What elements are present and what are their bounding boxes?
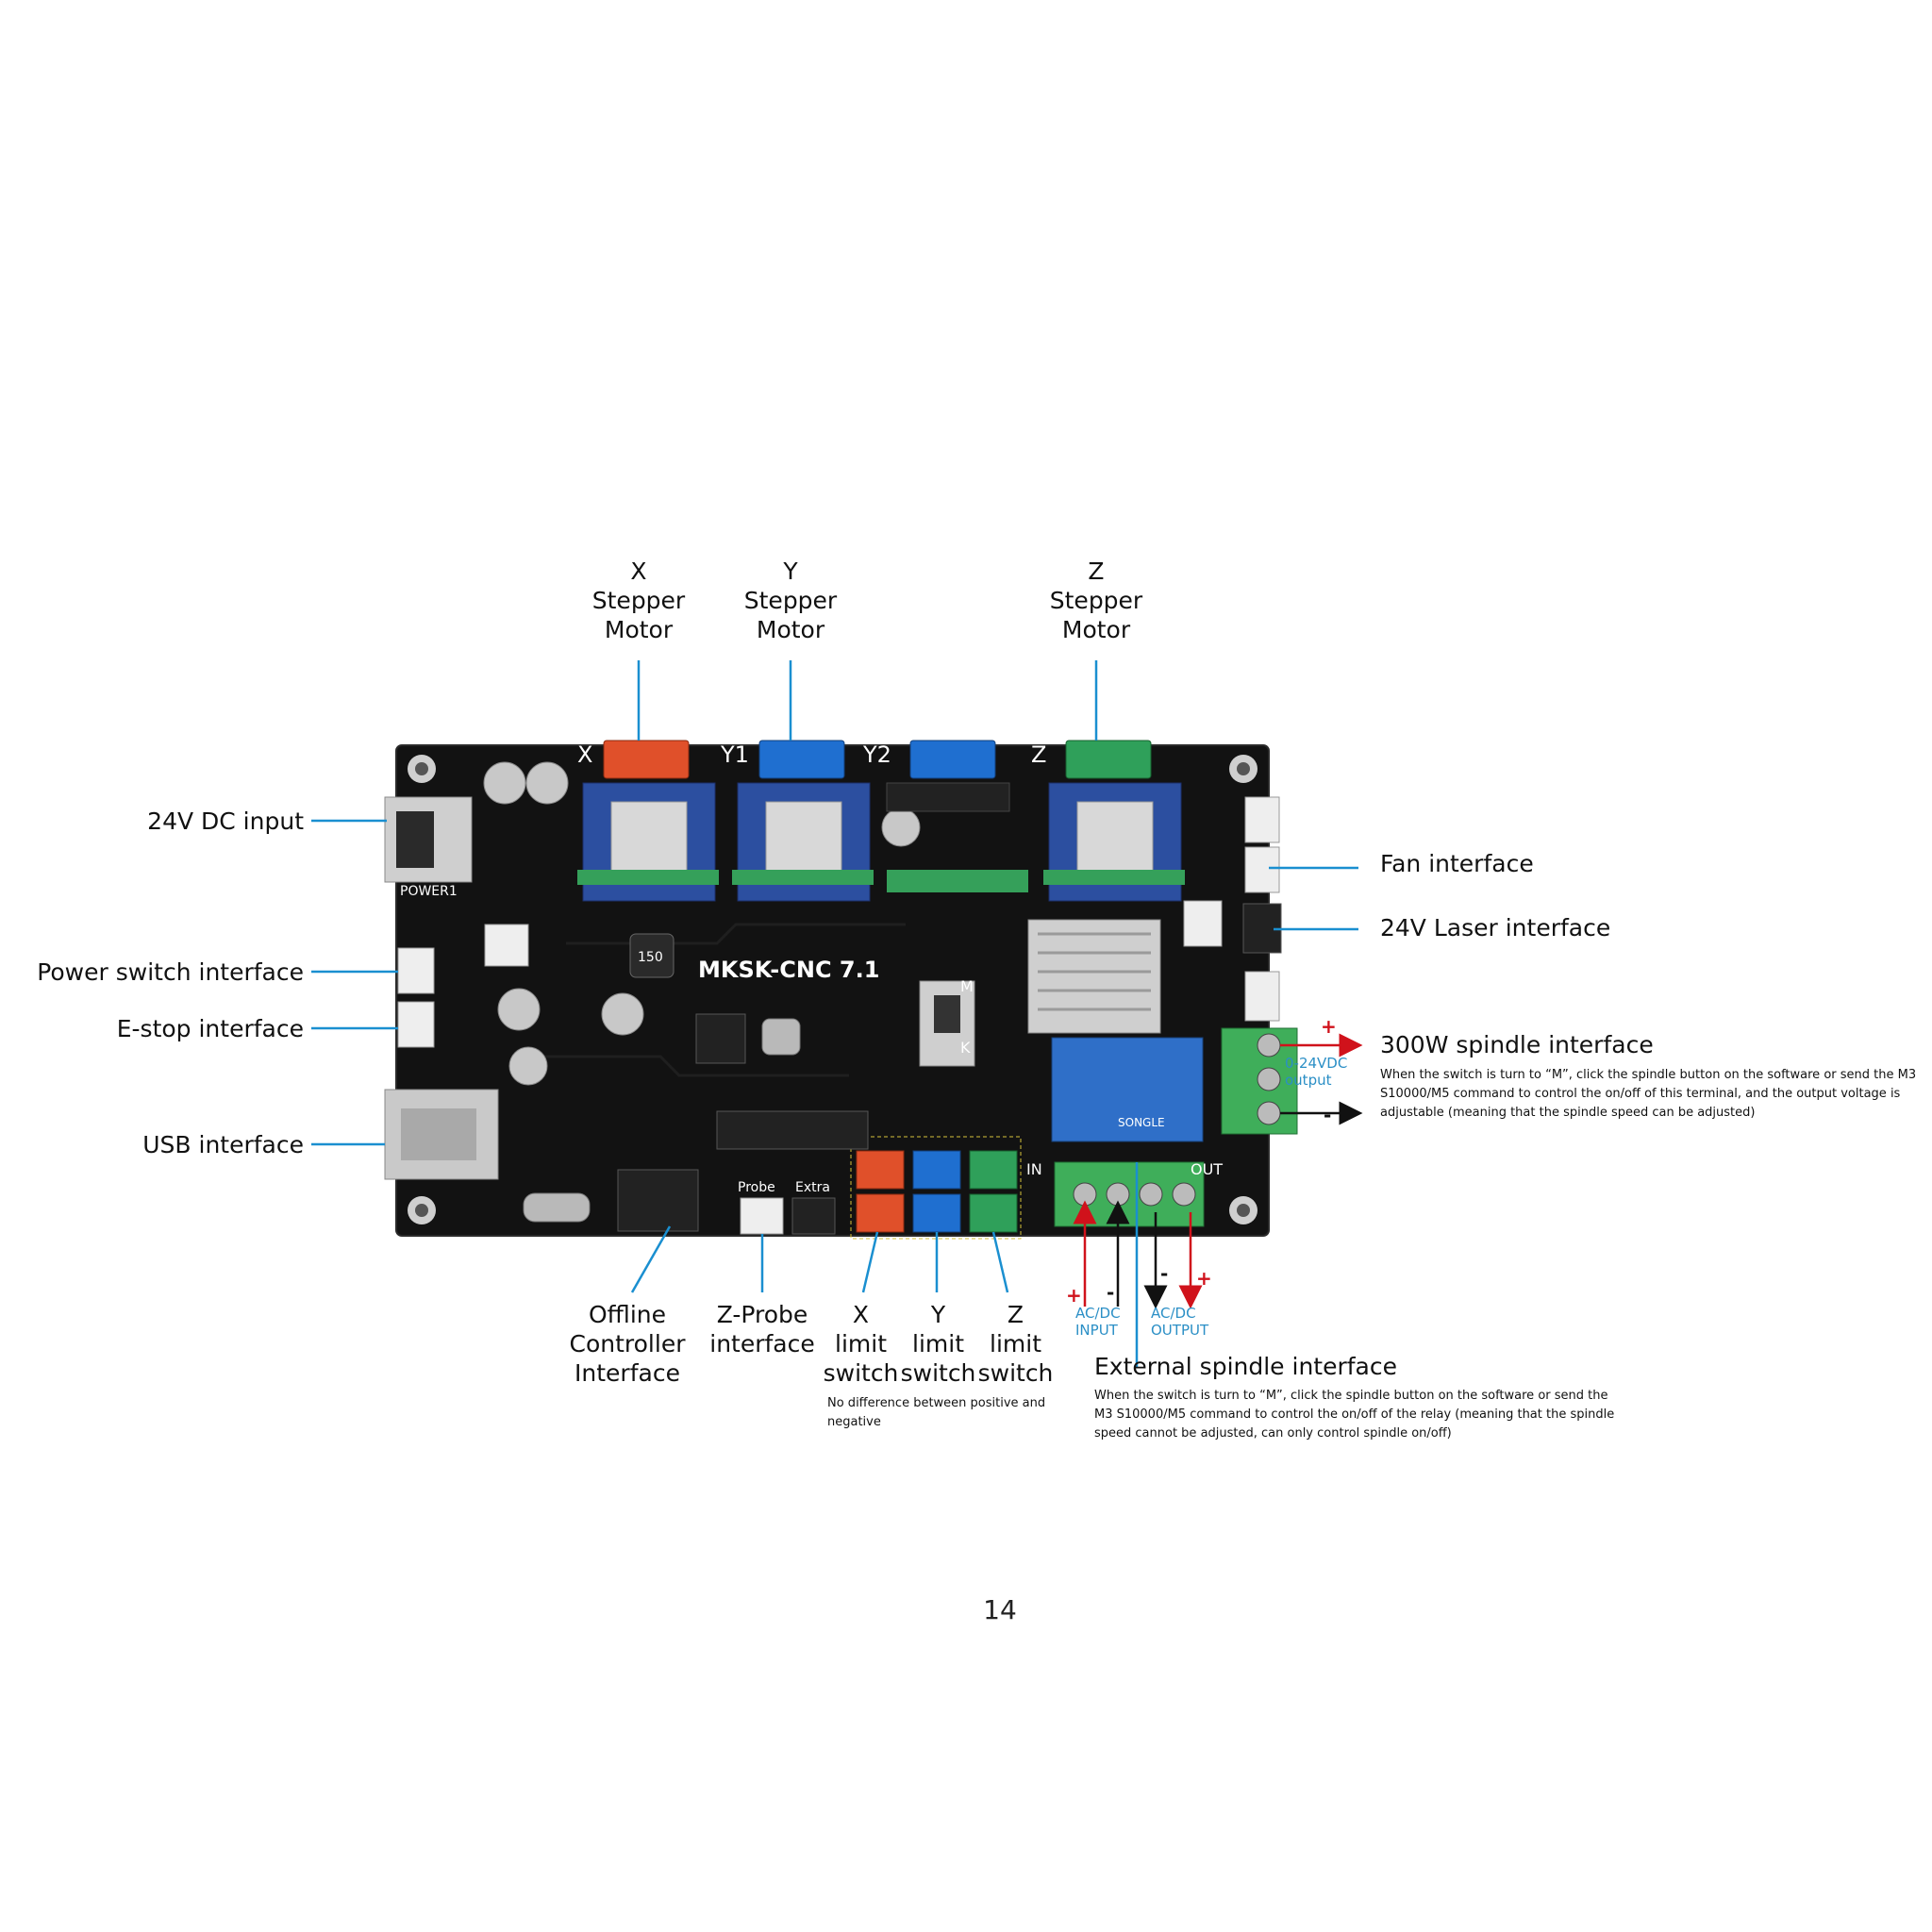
silk-power: POWER1 <box>400 884 458 899</box>
ext-spindle-terminal <box>1054 1161 1205 1227</box>
note-ext-spindle: When the switch is turn to “M”, click th… <box>1094 1389 1615 1441</box>
label-fan: Fan interface <box>1380 850 1534 877</box>
limit-connectors <box>850 1136 1022 1240</box>
switch-connectors <box>397 947 435 1048</box>
relay <box>1051 1037 1204 1142</box>
board-title: MKSK-CNC 7.1 <box>698 957 880 983</box>
label-spindle300: 300W spindle interface <box>1380 1031 1654 1058</box>
silk-probe: Probe <box>738 1180 775 1195</box>
silk-in: IN <box>1026 1160 1042 1178</box>
label-usb: USB interface <box>142 1131 304 1158</box>
label-dc-input: 24V DC input <box>147 808 304 835</box>
label-ext-spindle: External spindle interface <box>1094 1353 1397 1380</box>
right-connectors <box>1183 796 1282 1022</box>
minus-input: - <box>1107 1281 1115 1304</box>
silk-out: OUT <box>1191 1160 1224 1178</box>
silk-inductor: 150 <box>638 950 663 965</box>
minus-output: - <box>1160 1262 1169 1285</box>
silk-z: Z <box>1031 741 1047 768</box>
plus-output: + <box>1196 1267 1212 1290</box>
silk-y2: Y2 <box>863 741 891 768</box>
usb-port <box>384 1089 499 1180</box>
plus-input: + <box>1066 1284 1082 1307</box>
page-number: 14 <box>983 1594 1017 1625</box>
minus-spindle300: - <box>1324 1104 1332 1126</box>
silk-x: X <box>577 741 593 768</box>
silk-y1: Y1 <box>721 741 749 768</box>
note-limit: No difference between positive and negat… <box>827 1396 1046 1429</box>
stepper-drivers <box>577 782 1185 902</box>
stepper-connectors <box>603 740 1152 779</box>
silk-k: K <box>960 1039 971 1057</box>
silk-m: M <box>960 977 974 995</box>
label-estop: E-stop interface <box>116 1015 304 1042</box>
silk-relay: SONGLE <box>1118 1116 1165 1129</box>
label-power-switch: Power switch interface <box>37 958 304 986</box>
plus-spindle300: + <box>1321 1015 1337 1038</box>
label-laser: 24V Laser interface <box>1380 914 1611 941</box>
silk-extra: Extra <box>795 1180 830 1195</box>
dc-jack <box>384 796 473 883</box>
note-spindle300: When the switch is turn to “M”, click th… <box>1380 1068 1917 1120</box>
